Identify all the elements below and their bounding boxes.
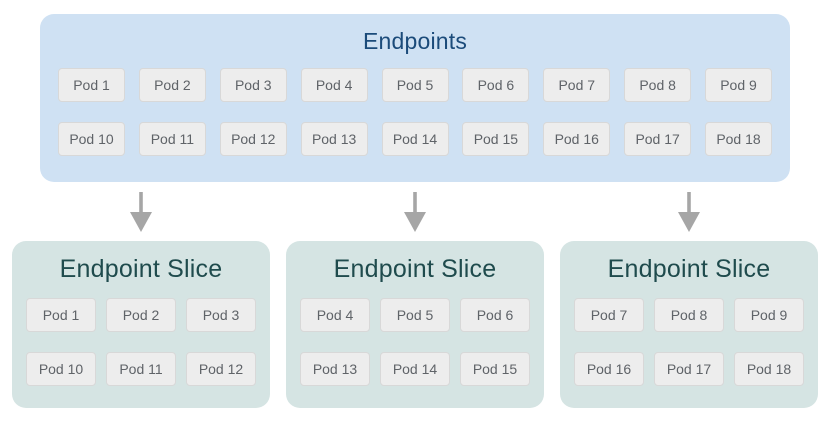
down-arrow-icon [130, 192, 152, 232]
pod-box: Pod 15 [460, 352, 530, 386]
pod-box: Pod 3 [219, 68, 287, 102]
pod-box: Pod 5 [380, 298, 450, 332]
pod-box: Pod 16 [574, 352, 644, 386]
pod-box: Pod 7 [543, 68, 611, 102]
pod-box: Pod 13 [300, 122, 368, 156]
endpoints-diagram: Endpoints Pod 1 Pod 2 Pod 3 Pod 4 Pod 5 … [0, 14, 830, 426]
pod-box: Pod 10 [26, 352, 96, 386]
pod-box: Pod 8 [624, 68, 692, 102]
slice-pod-row-2: Pod 13 Pod 14 Pod 15 [300, 352, 530, 386]
endpoint-slice-box: Endpoint Slice Pod 4 Pod 5 Pod 6 Pod 13 … [286, 241, 544, 408]
endpoints-box: Endpoints Pod 1 Pod 2 Pod 3 Pod 4 Pod 5 … [40, 14, 790, 182]
pod-box: Pod 1 [26, 298, 96, 332]
slice-pod-row-2: Pod 16 Pod 17 Pod 18 [574, 352, 804, 386]
endpoints-title: Endpoints [362, 28, 468, 54]
pod-box: Pod 15 [462, 122, 530, 156]
slice-pod-row-2: Pod 10 Pod 11 Pod 12 [26, 352, 256, 386]
slice-pod-row-1: Pod 7 Pod 8 Pod 9 [574, 298, 804, 332]
pod-box: Pod 16 [543, 122, 611, 156]
pod-box: Pod 2 [138, 68, 206, 102]
pod-box: Pod 18 [705, 122, 772, 156]
pod-box: Pod 9 [734, 298, 804, 332]
endpoints-pod-row-2: Pod 10 Pod 11 Pod 12 Pod 13 Pod 14 Pod 1… [58, 122, 772, 156]
endpoint-slice-title: Endpoint Slice [607, 255, 771, 283]
pod-box: Pod 14 [380, 352, 450, 386]
pod-box: Pod 2 [106, 298, 176, 332]
down-arrow-icon [678, 192, 700, 232]
endpoint-slice-box: Endpoint Slice Pod 7 Pod 8 Pod 9 Pod 16 … [560, 241, 818, 408]
arrows-row [12, 182, 818, 241]
pod-box: Pod 5 [381, 68, 449, 102]
arrow-cell [286, 192, 544, 241]
pod-box: Pod 1 [58, 68, 125, 102]
pod-box: Pod 7 [574, 298, 644, 332]
pod-box: Pod 12 [186, 352, 256, 386]
pod-box: Pod 4 [300, 298, 370, 332]
pod-box: Pod 17 [624, 122, 692, 156]
slices-row: Endpoint Slice Pod 1 Pod 2 Pod 3 Pod 10 … [12, 241, 818, 408]
pod-box: Pod 6 [462, 68, 530, 102]
pod-box: Pod 9 [705, 68, 772, 102]
slice-pod-row-1: Pod 4 Pod 5 Pod 6 [300, 298, 530, 332]
pod-box: Pod 13 [300, 352, 370, 386]
slice-pod-row-1: Pod 1 Pod 2 Pod 3 [26, 298, 256, 332]
pod-box: Pod 8 [654, 298, 724, 332]
arrow-cell [560, 192, 818, 241]
endpoints-pod-row-1: Pod 1 Pod 2 Pod 3 Pod 4 Pod 5 Pod 6 Pod … [58, 68, 772, 102]
pod-box: Pod 6 [460, 298, 530, 332]
pod-box: Pod 18 [734, 352, 804, 386]
arrow-cell [12, 192, 270, 241]
pod-box: Pod 3 [186, 298, 256, 332]
pod-box: Pod 11 [138, 122, 206, 156]
pod-box: Pod 12 [219, 122, 287, 156]
endpoint-slice-title: Endpoint Slice [333, 255, 497, 283]
pod-box: Pod 17 [654, 352, 724, 386]
pod-box: Pod 11 [106, 352, 176, 386]
endpoint-slice-title: Endpoint Slice [59, 255, 223, 283]
pod-box: Pod 10 [58, 122, 125, 156]
pod-box: Pod 4 [300, 68, 368, 102]
down-arrow-icon [404, 192, 426, 232]
endpoint-slice-box: Endpoint Slice Pod 1 Pod 2 Pod 3 Pod 10 … [12, 241, 270, 408]
pod-box: Pod 14 [381, 122, 449, 156]
